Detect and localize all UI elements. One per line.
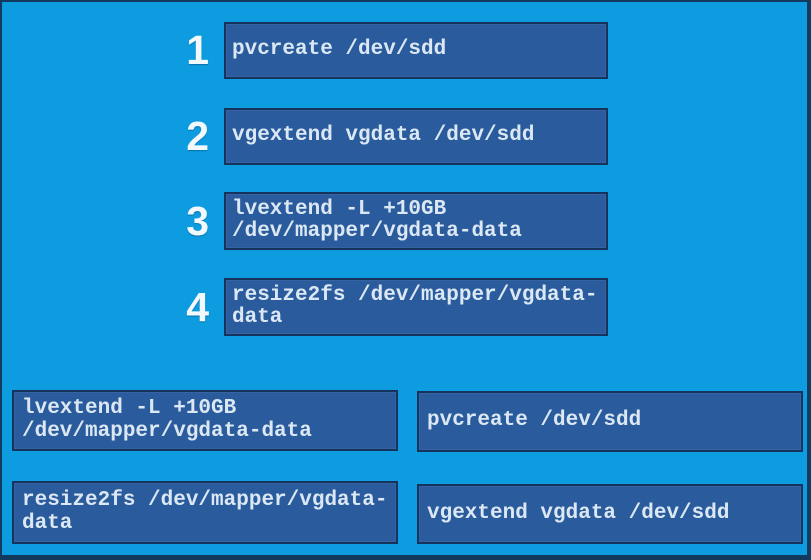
bank-item-pvcreate[interactable]: pvcreate /dev/sdd xyxy=(417,391,803,452)
slot-1-command-text: pvcreate /dev/sdd xyxy=(232,38,447,62)
slot-number-2: 2 xyxy=(186,113,209,159)
bank-item-vgextend[interactable]: vgextend vgdata /dev/sdd xyxy=(417,484,803,544)
sequence-slot-3[interactable]: lvextend -L +10GB /dev/mapper/vgdata-dat… xyxy=(224,192,608,250)
bank-item-resize2fs-text: resize2fs /dev/mapper/vgdata- data xyxy=(22,489,388,535)
bank-item-lvextend-text: lvextend -L +10GB /dev/mapper/vgdata-dat… xyxy=(22,397,312,443)
slot-2-command-text: vgextend vgdata /dev/sdd xyxy=(232,124,535,148)
slot-3-command-text: lvextend -L +10GB /dev/mapper/vgdata-dat… xyxy=(232,197,522,243)
sequence-slot-4[interactable]: resize2fs /dev/mapper/vgdata- data xyxy=(224,278,608,336)
slot-4-command-text: resize2fs /dev/mapper/vgdata- data xyxy=(232,283,598,329)
bank-item-resize2fs[interactable]: resize2fs /dev/mapper/vgdata- data xyxy=(12,481,398,544)
sequence-slot-2[interactable]: vgextend vgdata /dev/sdd xyxy=(224,108,608,165)
bank-item-pvcreate-text: pvcreate /dev/sdd xyxy=(427,409,642,433)
sequence-slot-1[interactable]: pvcreate /dev/sdd xyxy=(224,22,608,79)
slot-number-1: 1 xyxy=(186,27,209,73)
slot-number-4: 4 xyxy=(186,283,209,330)
bank-item-lvextend[interactable]: lvextend -L +10GB /dev/mapper/vgdata-dat… xyxy=(12,390,398,451)
slot-number-3: 3 xyxy=(186,197,209,244)
bank-item-vgextend-text: vgextend vgdata /dev/sdd xyxy=(427,501,730,525)
